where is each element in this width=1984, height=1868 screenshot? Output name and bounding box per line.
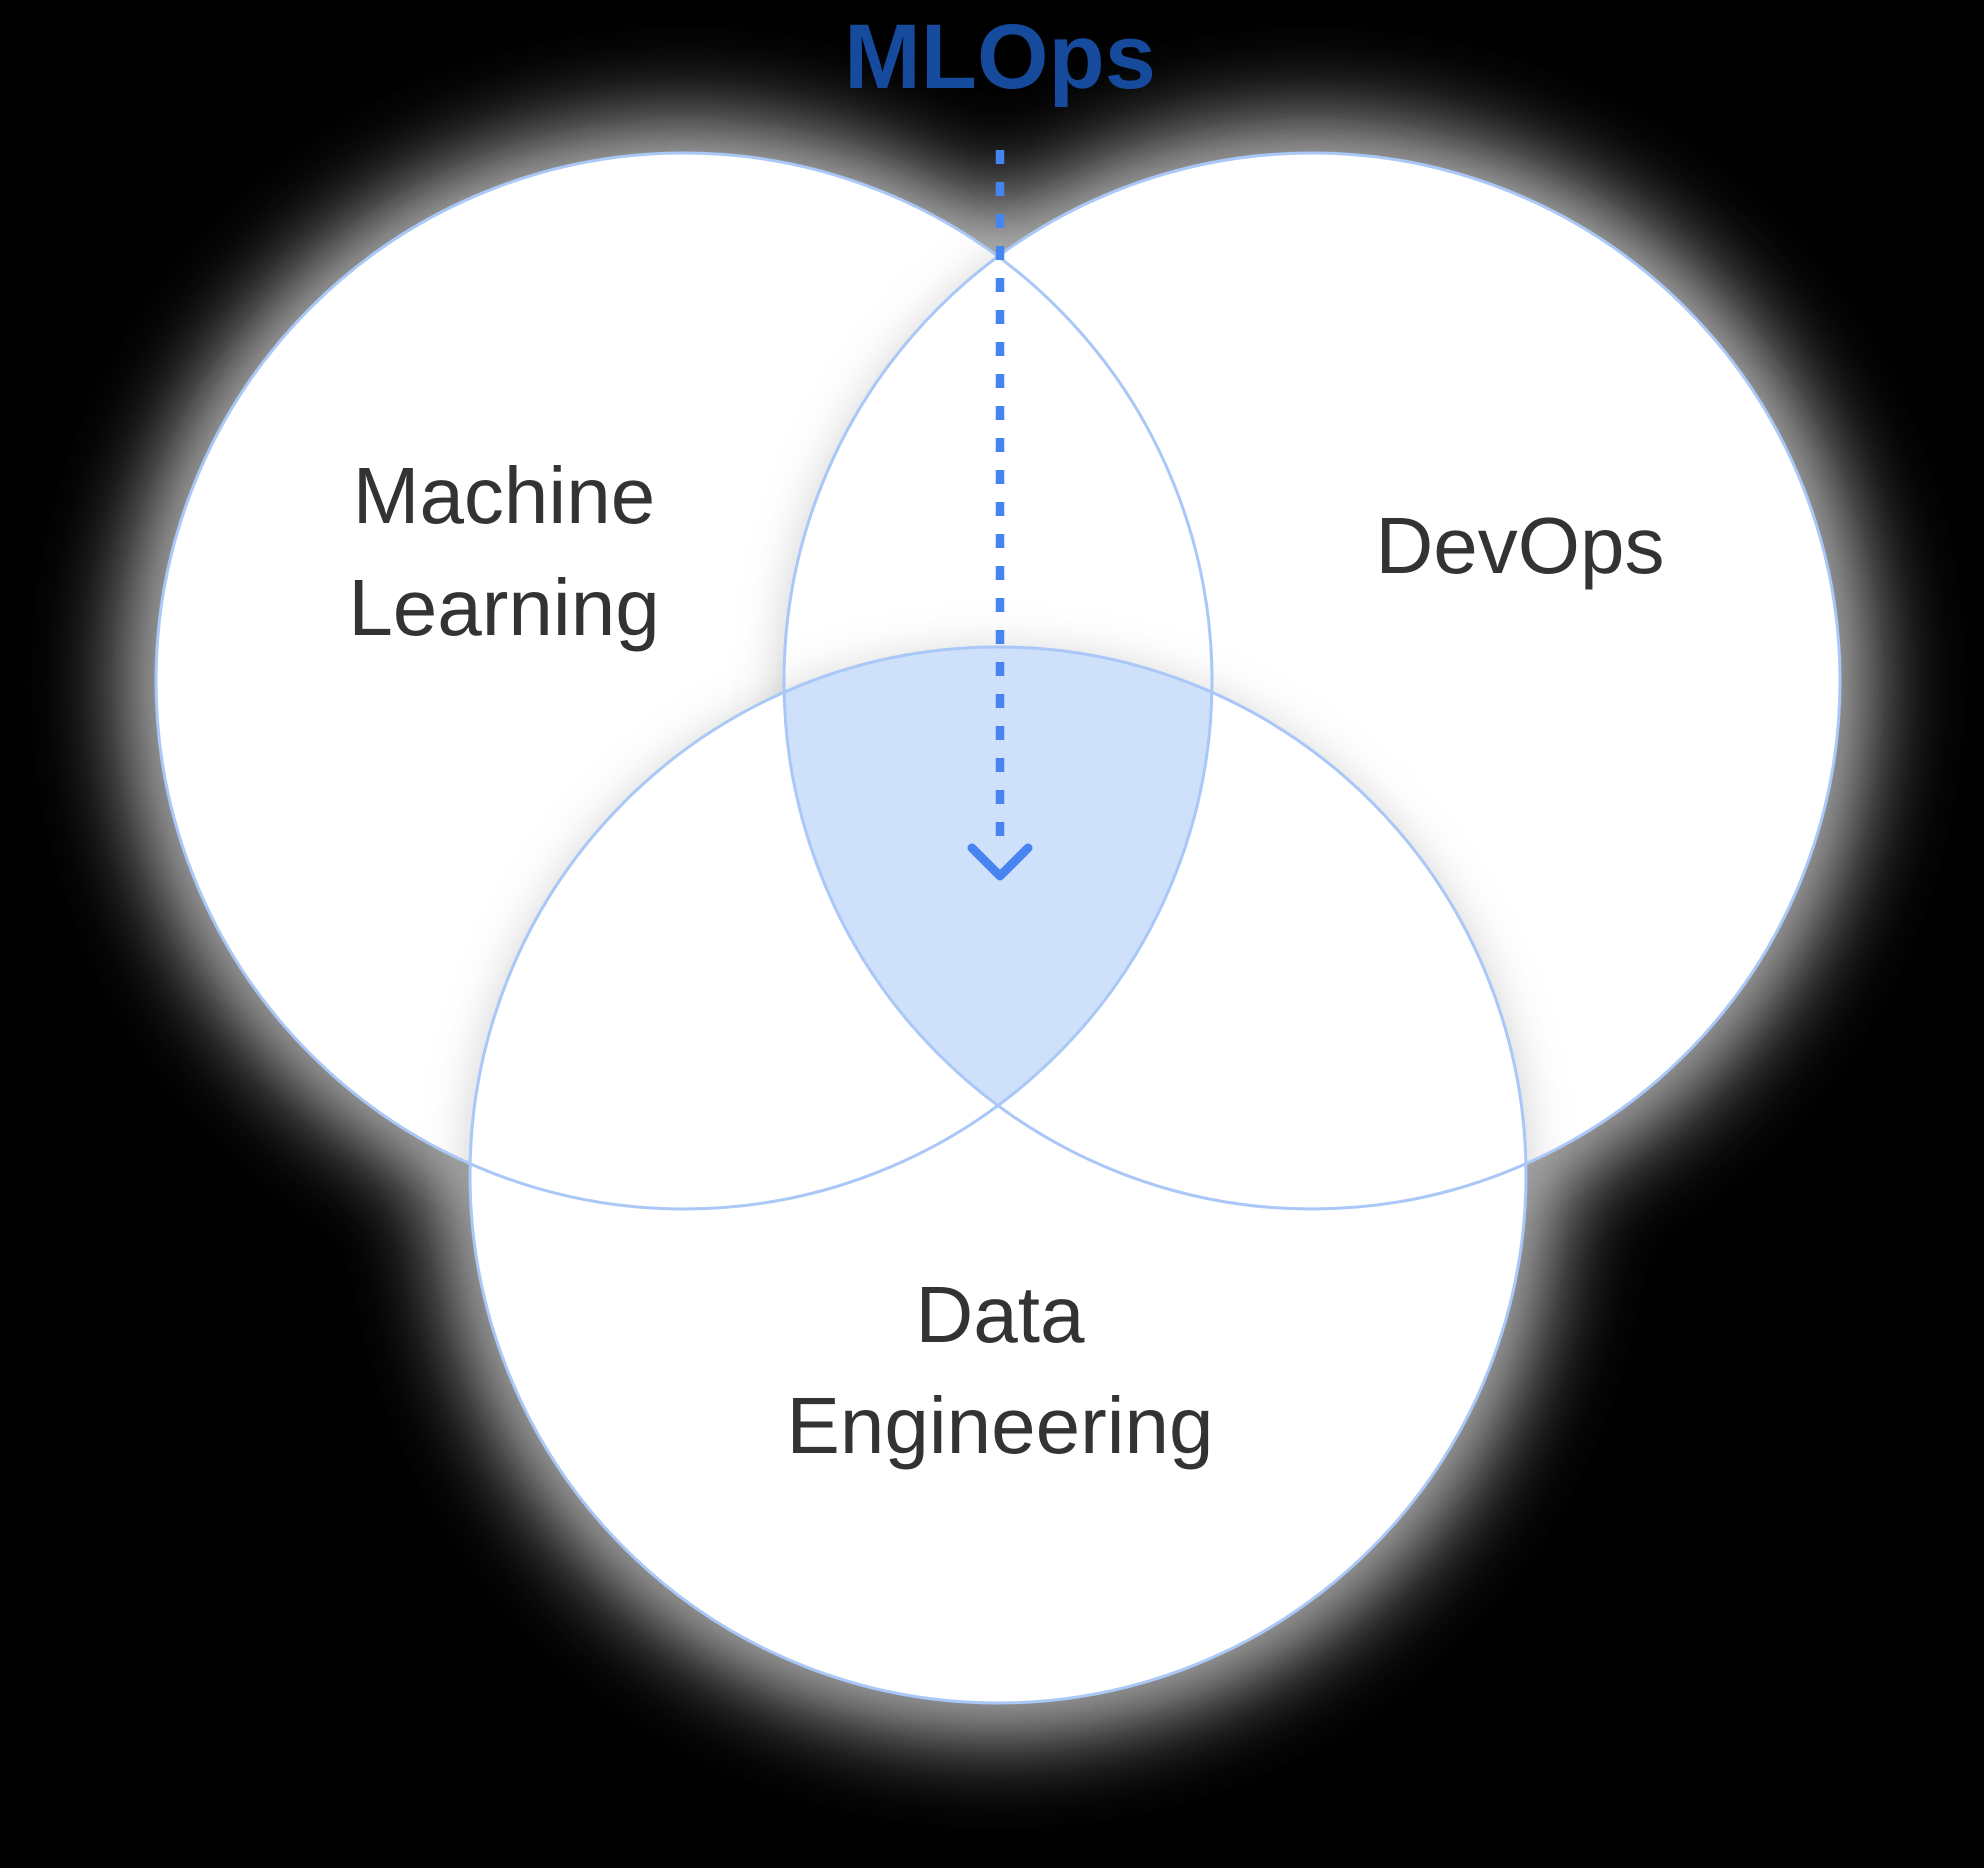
data-engineering-line-2: Engineering: [787, 1381, 1214, 1470]
outline-data-engineering: [468, 645, 1528, 1705]
arrow-chevron-head: [967, 843, 1033, 881]
dashed-down-arrow-icon: [967, 150, 1033, 881]
machine-learning-line-2: Learning: [348, 563, 659, 652]
outline-devops: [782, 151, 1842, 1211]
set-label-data-engineering: Data Engineering: [787, 1270, 1214, 1470]
machine-learning-line-1: Machine: [353, 451, 655, 540]
circle-data-engineering: [470, 647, 1526, 1703]
circle-outlines: [154, 151, 1842, 1705]
set-label-devops: DevOps: [1376, 501, 1665, 590]
data-engineering-line-1: Data: [916, 1270, 1085, 1359]
outline-machine-learning: [154, 151, 1214, 1211]
diagram-title: MLOps: [844, 6, 1156, 108]
set-label-machine-learning: Machine Learning: [348, 451, 659, 652]
